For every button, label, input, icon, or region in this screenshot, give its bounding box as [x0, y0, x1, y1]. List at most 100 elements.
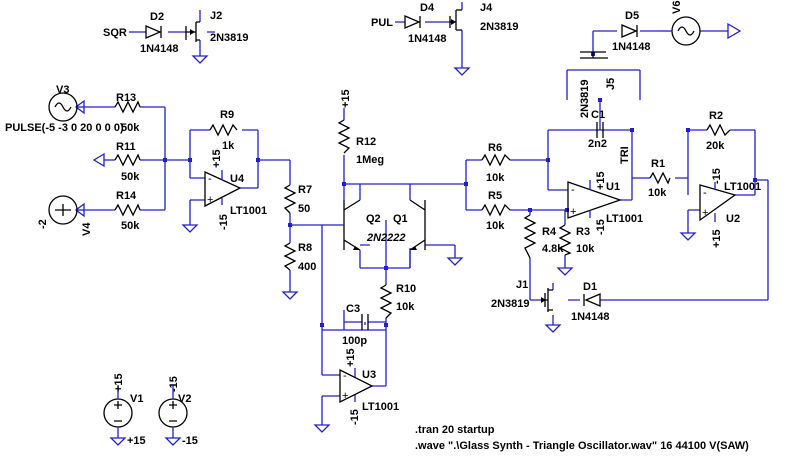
- diode-d4: [404, 15, 421, 29]
- resistor-r7: [283, 184, 297, 214]
- label-r6: R6: [488, 142, 502, 154]
- label-vcc: +15: [340, 89, 352, 108]
- label-c3: C3: [346, 303, 360, 315]
- resistors: [114, 100, 731, 319]
- label-r3: R3: [576, 226, 590, 238]
- label-r12-value: 1Meg: [356, 154, 384, 166]
- label-j2-model: 2N3819: [210, 32, 249, 44]
- resistor-r8: [283, 242, 297, 271]
- capacitors: [344, 122, 604, 330]
- label-d1-model: 1N4148: [571, 311, 610, 323]
- resistor-r4: [523, 214, 537, 259]
- label-j1-model: 2N3819: [491, 298, 530, 310]
- source-v3: [48, 92, 84, 122]
- resistor-r6: [481, 153, 511, 167]
- resistor-r9: [209, 123, 238, 137]
- resistor-r1: [649, 171, 671, 185]
- opamp-u4: -+: [204, 170, 242, 208]
- diodes: [145, 15, 638, 307]
- label-v3: V3: [56, 84, 69, 96]
- sources: [48, 16, 701, 438]
- svg-text:-: -: [703, 187, 707, 199]
- jfet-j1: [541, 288, 553, 312]
- bjt-q2: [322, 184, 361, 268]
- ground-symbols: [74, 22, 742, 446]
- label-d4: D4: [420, 2, 435, 14]
- label-d5-model: 1N4148: [612, 41, 651, 53]
- diode-d2: [145, 25, 162, 39]
- label-r11-value: 50k: [121, 171, 140, 183]
- label-u3: U3: [362, 369, 376, 381]
- resistor-r5: [481, 203, 511, 217]
- label-r8-value: 400: [298, 261, 316, 273]
- svg-text:+: +: [342, 390, 348, 402]
- label-j1: J1: [516, 279, 528, 291]
- label-u4-neg: -15: [218, 214, 230, 230]
- label-r7: R7: [298, 184, 312, 196]
- label-r2-value: 20k: [706, 140, 725, 152]
- svg-text:-: -: [208, 173, 212, 185]
- resistor-r2: [706, 123, 731, 137]
- label-u4-model: LT1001: [230, 205, 267, 217]
- source-v1: [103, 385, 133, 438]
- label-r5: R5: [488, 190, 502, 202]
- resistor-r13: [114, 100, 141, 114]
- label-r9: R9: [220, 109, 234, 121]
- label-r9-value: 1k: [222, 140, 235, 152]
- resistor-r3: [558, 224, 572, 256]
- label-j2: J2: [210, 10, 222, 22]
- label-r10-value: 10k: [396, 301, 415, 313]
- label-u2-pos: +15: [711, 229, 723, 248]
- label-r10: R10: [396, 283, 416, 295]
- label-r11: R11: [116, 141, 136, 153]
- jfet-j5: [580, 51, 608, 59]
- diode-d5: [621, 24, 638, 38]
- label-u1: U1: [606, 181, 620, 193]
- label-v1-top: +15: [113, 373, 125, 392]
- label-r5-value: 10k: [486, 220, 505, 232]
- label-r4: R4: [542, 226, 557, 238]
- svg-text:+: +: [570, 206, 576, 218]
- label-d2-model: 1N4148: [140, 43, 179, 55]
- label-u4: U4: [230, 173, 245, 185]
- label-v2-bottom: -15: [182, 435, 198, 447]
- bjts: [322, 184, 426, 268]
- label-v4: V4: [81, 222, 93, 236]
- label-r2: R2: [709, 110, 723, 122]
- net-pul: PUL: [371, 17, 393, 29]
- svg-text:+: +: [702, 207, 708, 219]
- label-c1-value: 2n2: [588, 138, 607, 150]
- label-u1-model: LT1001: [606, 213, 643, 225]
- label-d5: D5: [625, 10, 639, 22]
- bjt-q1: [409, 184, 426, 268]
- label-r13-value: 50k: [121, 122, 140, 134]
- label-q2: Q2: [366, 213, 381, 225]
- label-u2-model: LT1001: [724, 181, 761, 193]
- resistor-r11: [114, 153, 141, 167]
- wires: [84, 2, 769, 425]
- label-c1: C1: [591, 109, 605, 121]
- source-v2: [158, 385, 188, 438]
- label-j5-model: 2N3819: [579, 79, 591, 118]
- label-u1-pos: +15: [595, 171, 607, 190]
- label-q1: Q1: [393, 213, 408, 225]
- jfets: [185, 9, 608, 312]
- svg-text:-: -: [343, 370, 347, 382]
- label-v2: V2: [178, 393, 191, 405]
- opamps: -+ -+ -+ -+: [204, 170, 737, 404]
- source-v4: [48, 195, 84, 225]
- label-v1: V1: [130, 393, 143, 405]
- jfet-j2: [185, 21, 200, 42]
- label-r1: R1: [651, 158, 665, 170]
- label-v4-value: -2: [37, 219, 49, 229]
- label-v1-bottom: +15: [127, 435, 146, 447]
- jfet-j4: [449, 9, 462, 31]
- directive-tran: .tran 20 startup: [415, 424, 495, 436]
- label-u4-pos: +15: [211, 149, 223, 168]
- label-r14: R14: [116, 190, 137, 202]
- label-j4-model: 2N3819: [480, 21, 519, 33]
- label-q-model: 2N2222: [366, 232, 406, 244]
- label-r13: R13: [116, 92, 136, 104]
- capacitor-c1: [596, 122, 604, 138]
- opamp-u3: -+: [339, 368, 374, 404]
